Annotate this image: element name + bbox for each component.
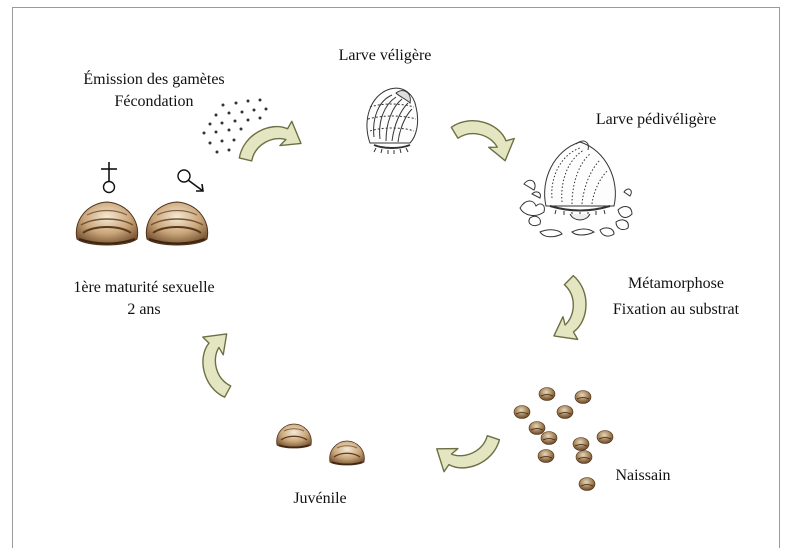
arrow-pediveliger-to-spat [554, 274, 589, 340]
female-symbol-icon [99, 160, 119, 194]
arrow-gametes-to-veliger [233, 117, 302, 170]
arrow-spat-to-juvenile [436, 428, 505, 477]
label-veliger-larva: Larve véligère [305, 46, 465, 66]
adult-shell-male [146, 202, 207, 245]
juvenile-shell-1 [277, 424, 312, 448]
label-pediveliger-larva: Larve pédivéligère [556, 110, 756, 130]
label-maturity-age: 2 ans [94, 300, 194, 320]
label-fertilization: Fécondation [54, 92, 254, 112]
label-first-sexual-maturity: 1ère maturité sexuelle [34, 278, 254, 298]
arrow-veliger-to-pediveliger [447, 112, 516, 161]
label-metamorphosis: Métamorphose [596, 274, 756, 294]
label-spat: Naissain [593, 466, 693, 486]
veliger-larva-drawing [367, 88, 418, 154]
pediveliger-larva-drawing [520, 141, 632, 237]
arrow-juvenile-to-adult [198, 333, 237, 400]
adult-shell-female [76, 202, 137, 245]
label-juvenile: Juvénile [260, 489, 380, 509]
juvenile-shell-2 [330, 441, 365, 465]
male-symbol-icon [175, 167, 209, 195]
label-gamete-emission: Émission des gamètes [54, 70, 254, 90]
label-settlement: Fixation au substrat [586, 300, 766, 320]
